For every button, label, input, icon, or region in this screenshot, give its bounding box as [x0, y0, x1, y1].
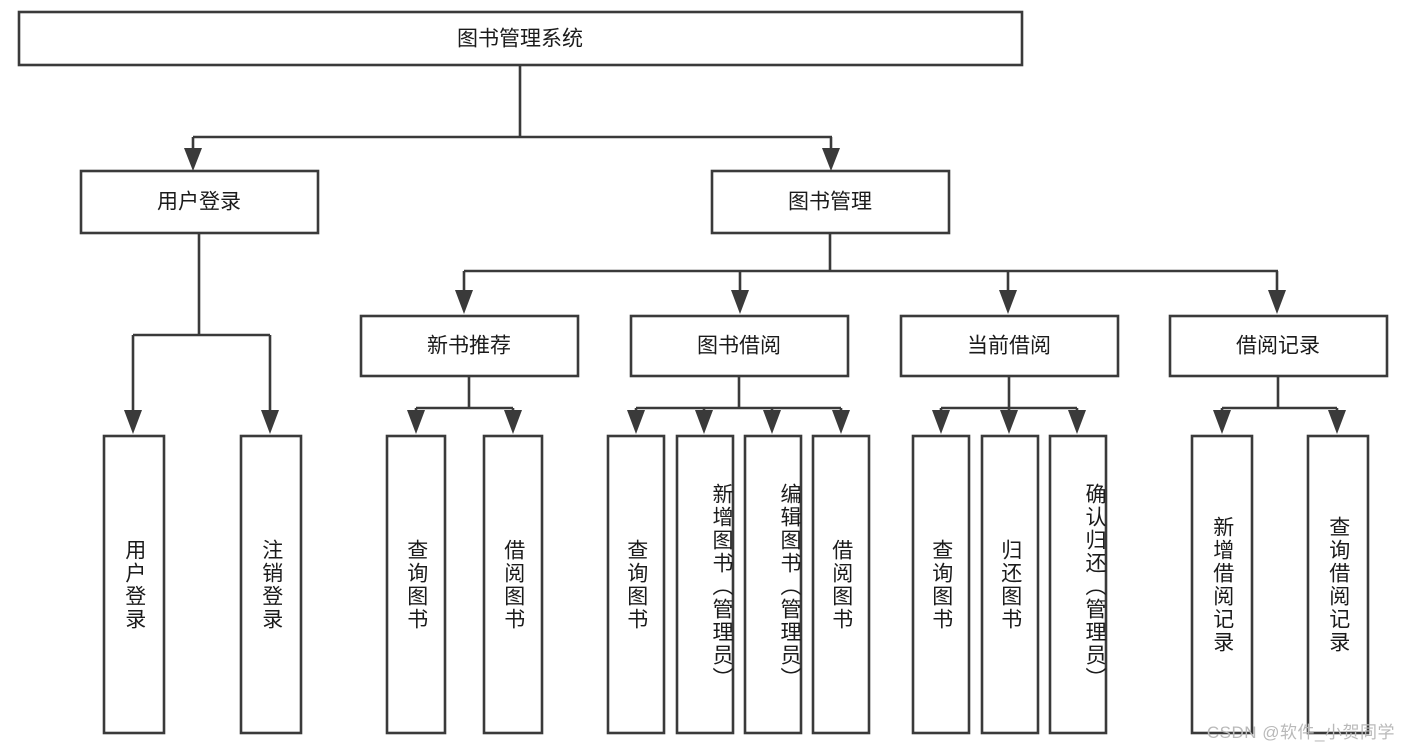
node-box-new-book-rec[interactable]: [359, 314, 580, 378]
arrow-to-user-login: [184, 148, 202, 171]
arrow-to-leaf-add-book: [695, 410, 713, 434]
arrow-to-book-manage: [822, 148, 840, 171]
edges-layer: [124, 66, 1346, 434]
node-box-borrow-record[interactable]: [1168, 314, 1389, 378]
arrow-to-leaf-confirm-return: [1068, 410, 1086, 434]
node-box-leaf-borrow-book-2[interactable]: [811, 434, 871, 735]
node-box-leaf-query-book-1[interactable]: [385, 434, 447, 735]
arrow-to-leaf-borrow-book-1: [504, 410, 522, 434]
arrow-to-current-borrow: [999, 290, 1017, 314]
node-box-leaf-query-record[interactable]: [1306, 434, 1370, 735]
arrow-to-leaf-query-book-2: [627, 410, 645, 434]
node-box-leaf-add-book[interactable]: [675, 434, 735, 735]
node-label-borrow-record: 借阅记录: [1236, 335, 1320, 358]
arrow-to-book-borrow: [731, 290, 749, 314]
node-label-root: 图书管理系统: [457, 28, 583, 51]
node-box-root[interactable]: [17, 10, 1024, 67]
arrow-to-new-book-rec: [455, 290, 473, 314]
arrow-to-leaf-return-book: [1000, 410, 1018, 434]
arrow-to-leaf-edit-book: [763, 410, 781, 434]
arrow-to-leaf-logout: [261, 410, 279, 434]
node-label-current-borrow: 当前借阅: [967, 335, 1051, 358]
arrow-to-leaf-query-book-1: [407, 410, 425, 434]
node-box-book-borrow[interactable]: [629, 314, 850, 378]
csdn-watermark: CSDN @软件_小贺同学: [1206, 723, 1395, 742]
arrow-to-leaf-query-book-3: [932, 410, 950, 434]
node-box-leaf-confirm-return[interactable]: [1048, 434, 1108, 735]
node-box-leaf-logout[interactable]: [239, 434, 303, 735]
arrow-to-leaf-user-login: [124, 410, 142, 434]
arrow-to-borrow-record: [1268, 290, 1286, 314]
node-box-book-manage[interactable]: [710, 169, 951, 235]
node-box-leaf-borrow-book-1[interactable]: [482, 434, 544, 735]
arrow-to-leaf-borrow-book-2: [832, 410, 850, 434]
arrow-to-leaf-add-record: [1213, 410, 1231, 434]
node-label-book-borrow: 图书借阅: [697, 335, 781, 358]
node-label-book-manage: 图书管理: [788, 191, 872, 214]
node-box-leaf-return-book[interactable]: [980, 434, 1040, 735]
node-box-leaf-user-login[interactable]: [102, 434, 166, 735]
node-label-user-login: 用户登录: [157, 191, 241, 214]
node-label-new-book-rec: 新书推荐: [427, 335, 511, 358]
node-box-user-login[interactable]: [79, 169, 320, 235]
node-box-leaf-query-book-3[interactable]: [911, 434, 971, 735]
node-box-leaf-query-book-2[interactable]: [606, 434, 666, 735]
node-box-leaf-edit-book[interactable]: [743, 434, 803, 735]
node-box-current-borrow[interactable]: [899, 314, 1120, 378]
node-box-leaf-add-record[interactable]: [1190, 434, 1254, 735]
nodes-layer: 图书管理系统 用户登录 图书管理 新书推荐 图书借阅 当前借阅 借阅记录: [17, 10, 1389, 735]
arrow-to-leaf-query-record: [1328, 410, 1346, 434]
